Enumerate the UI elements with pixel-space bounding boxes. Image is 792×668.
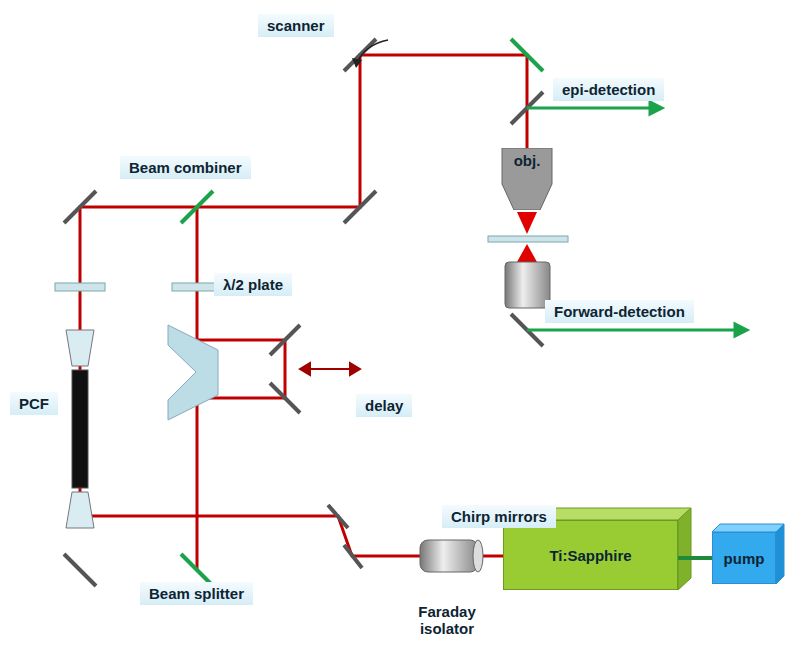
dichroics: [181, 39, 543, 586]
part-label: Faraday isolator: [398, 600, 496, 640]
node-text: pump: [724, 550, 765, 567]
laser-box: Ti:Sapphire: [503, 520, 678, 590]
isolator-face: [473, 540, 483, 572]
mirrors: [64, 39, 543, 586]
part-label: Forward-detection: [545, 300, 694, 323]
objective-lens: obj.: [500, 148, 554, 210]
chirp-mirrors: [328, 505, 362, 568]
pcf-couplers: [66, 330, 94, 528]
faraday-isolator: [420, 540, 478, 572]
waveplates: [55, 283, 222, 291]
signal-arrows: [527, 102, 747, 336]
sample-slide: [488, 236, 568, 242]
condenser: [505, 262, 550, 308]
prism: [168, 325, 218, 420]
pcf-fiber: [72, 370, 88, 488]
objective-shape: [502, 148, 552, 210]
part-label: Beam splitter: [140, 582, 253, 605]
node-text: Ti:Sapphire: [549, 547, 631, 564]
pump-beam: [678, 556, 712, 560]
focus-cones: [517, 212, 537, 262]
part-label: scanner: [258, 14, 334, 37]
part-label: Beam combiner: [120, 156, 251, 179]
node-text: obj.: [514, 152, 541, 169]
part-label: Chirp mirrors: [442, 505, 556, 528]
part-label: λ/2 plate: [214, 273, 292, 296]
part-label: epi-detection: [553, 78, 664, 101]
pump-box: pump: [712, 532, 776, 584]
delay-arrow: [300, 363, 360, 375]
part-label: delay: [356, 394, 412, 417]
beam-path: [80, 55, 527, 570]
arrow-head: [352, 58, 362, 68]
part-label: PCF: [10, 392, 58, 415]
